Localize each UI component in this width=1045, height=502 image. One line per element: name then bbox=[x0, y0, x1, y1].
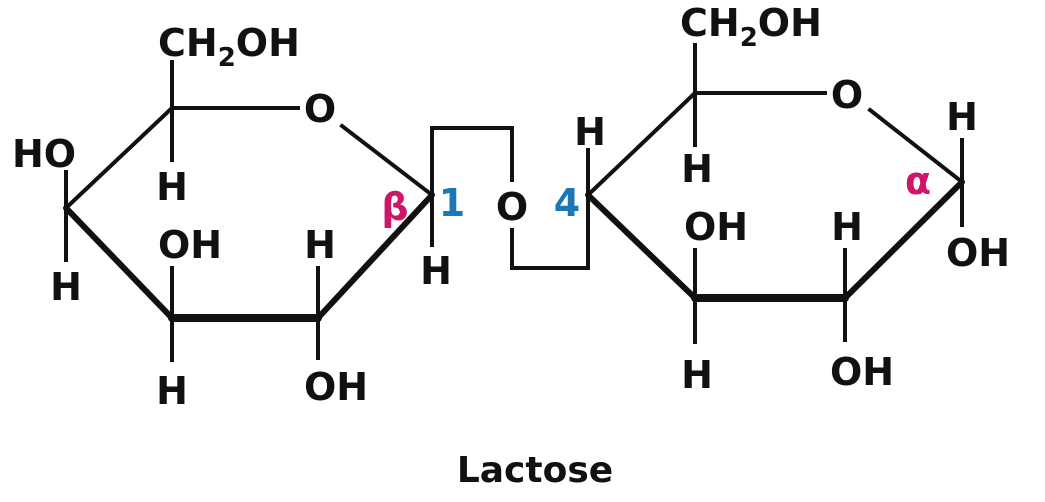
glucose-c3-h: H bbox=[681, 353, 713, 397]
galactose-c3-h: H bbox=[156, 369, 188, 413]
galactose-c4-h: H bbox=[50, 265, 82, 309]
alpha-anomer-label: α bbox=[905, 159, 931, 203]
galactose-ring bbox=[63, 60, 435, 362]
galactose-ring-oxygen: O bbox=[304, 87, 336, 131]
galactose-c3-hydroxyl: OH bbox=[158, 223, 222, 267]
carbon-1-label: 1 bbox=[439, 181, 465, 225]
beta-anomer-label: β bbox=[381, 185, 408, 229]
diagram-title: Lactose bbox=[457, 450, 613, 491]
glucose-c5-h: H bbox=[681, 147, 713, 191]
glucose-ch2oh-label: CH2OH bbox=[680, 1, 822, 53]
glycosidic-bond bbox=[430, 126, 590, 270]
glucose-c1-hydroxyl: OH bbox=[946, 231, 1010, 275]
galactose-c2-hydroxyl: OH bbox=[304, 365, 368, 409]
glucose-c3-hydroxyl: OH bbox=[684, 205, 748, 249]
galactose-ch2oh-label: CH2OH bbox=[158, 21, 300, 73]
glucose-ring-oxygen: O bbox=[831, 73, 863, 117]
galactose-c4-hydroxyl: HO bbox=[12, 132, 76, 176]
galactose-c2-h: H bbox=[304, 223, 336, 267]
glucose-c4-h: H bbox=[574, 110, 606, 154]
galactose-c5-h: H bbox=[156, 165, 188, 209]
glucose-c2-h: H bbox=[831, 205, 863, 249]
glucose-ring bbox=[585, 43, 965, 344]
glucose-c1-h: H bbox=[946, 95, 978, 139]
carbon-4-label: 4 bbox=[554, 181, 580, 225]
glucose-c2-hydroxyl: OH bbox=[830, 350, 894, 394]
glycosidic-oxygen: O bbox=[496, 185, 528, 229]
galactose-c1-h: H bbox=[420, 249, 452, 293]
